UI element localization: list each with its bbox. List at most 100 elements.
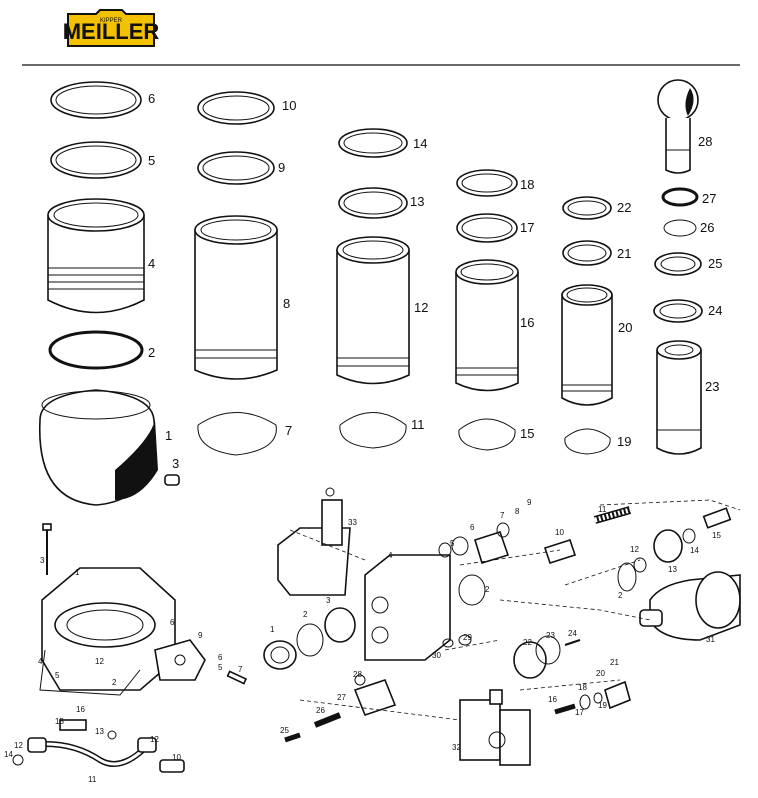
callout-br-22: 22 [523,638,532,647]
callout-bl-12b: 12 [14,741,23,750]
callout-13: 13 [410,194,424,209]
callout-15: 15 [520,426,534,441]
callout-11: 11 [411,417,425,432]
callout-4: 4 [148,256,155,271]
callout-6: 6 [148,91,155,106]
callout-br-26: 26 [316,706,325,715]
callout-br-14: 14 [690,546,699,555]
callout-br-11: 11 [598,505,607,514]
callout-br-15: 15 [712,531,721,540]
logo-text: MEILLER [63,19,160,44]
callout-br-20: 20 [596,669,605,678]
meiller-logo: MEILLER KIPPER [63,9,160,47]
callout-br-27: 27 [337,693,346,702]
callout-28: 28 [698,134,712,149]
callout-12: 12 [414,300,428,315]
callout-7: 7 [285,423,292,438]
callout-bl-4: 4 [38,657,43,666]
callout-22: 22 [617,200,631,215]
callout-br-19: 19 [598,701,607,710]
callout-2: 2 [148,345,155,360]
callout-br-28: 28 [353,670,362,679]
callout-21: 21 [617,246,631,261]
cylinder-stage-3 [336,128,410,449]
callout-br-6: 6 [470,523,475,532]
callout-bl-10: 10 [172,753,181,762]
callout-18: 18 [520,177,534,192]
callout-br-25: 25 [280,726,289,735]
callout-br-18: 18 [578,683,587,692]
callout-br-33: 33 [348,518,357,527]
callout-br-29: 29 [463,633,472,642]
valve-block-assembly [263,487,741,766]
callout-bl-3: 3 [40,556,45,565]
callout-br-4: 4 [388,551,393,560]
logo-subtext: KIPPER [100,18,123,24]
callout-br-16: 16 [548,695,557,704]
callout-bl-6b: 6 [218,653,223,662]
callout-bl-5b: 5 [218,663,223,672]
callout-br-31: 31 [706,635,715,644]
stage-6-labels: 28 27 26 25 24 23 [698,134,722,394]
callout-17: 17 [520,220,534,235]
callout-bl-11: 11 [88,775,97,784]
stage-2-labels: 10 9 8 7 [278,98,296,438]
stage-4-labels: 18 17 16 15 [520,177,534,441]
callout-14: 14 [413,136,427,151]
callout-br-23: 23 [546,631,555,640]
callout-br-2b: 2 [485,585,490,594]
callout-br-10: 10 [555,528,564,537]
callout-bl-12c: 12 [150,735,159,744]
stage-5-labels: 22 21 20 19 [617,200,632,449]
cylinder-stage-5 [561,196,613,455]
stage-3-labels: 14 13 12 11 [410,136,428,432]
callout-bl-12a: 12 [95,657,104,666]
callout-26: 26 [700,220,714,235]
callout-bl-16: 16 [76,705,85,714]
cylinder-stage-4 [455,169,519,451]
callout-br-24: 24 [568,629,577,638]
mounting-bracket-assembly [12,523,248,773]
callout-br-12: 12 [630,545,639,554]
callout-bl-15: 15 [55,717,64,726]
valve-labels: 33 4 5 6 7 8 9 10 11 12 13 14 15 1 2 3 2… [270,498,721,752]
callout-10: 10 [282,98,296,113]
callout-br-1: 1 [270,625,275,634]
callout-br-8: 8 [515,507,520,516]
cylinder-stage-6-plunger [653,79,703,455]
callout-br-7: 7 [500,511,505,520]
cylinder-stage-1 [38,81,180,506]
callout-27: 27 [702,191,716,206]
callout-bl-6a: 6 [170,618,175,627]
callout-br-2a: 2 [303,610,308,619]
callout-25: 25 [708,256,722,271]
callout-19: 19 [617,434,631,449]
callout-bl-5a: 5 [55,671,60,680]
callout-br-2c: 2 [618,591,623,600]
callout-8: 8 [283,296,290,311]
mounting-labels: 3 1 6 9 4 5 2 12 6 5 7 16 15 13 12 14 12… [4,556,243,784]
stage-1-labels: 6 5 4 2 1 3 [148,91,179,471]
callout-23: 23 [705,379,719,394]
callout-bl-7: 7 [238,665,243,674]
callout-br-3: 3 [326,596,331,605]
callout-br-13: 13 [668,565,677,574]
callout-br-21: 21 [610,658,619,667]
callout-br-30: 30 [432,651,441,660]
callout-br-32: 32 [452,743,461,752]
callout-bl-2: 2 [112,678,117,687]
callout-5: 5 [148,153,155,168]
callout-16: 16 [520,315,534,330]
callout-24: 24 [708,303,722,318]
callout-bl-13: 13 [95,727,104,736]
callout-bl-9: 9 [198,631,203,640]
callout-br-17: 17 [575,708,584,717]
cylinder-stage-2 [194,91,278,456]
callout-br-5: 5 [450,539,455,548]
callout-br-9: 9 [527,498,532,507]
callout-1: 1 [165,428,172,443]
callout-3: 3 [172,456,179,471]
callout-bl-14: 14 [4,750,13,759]
callout-20: 20 [618,320,632,335]
